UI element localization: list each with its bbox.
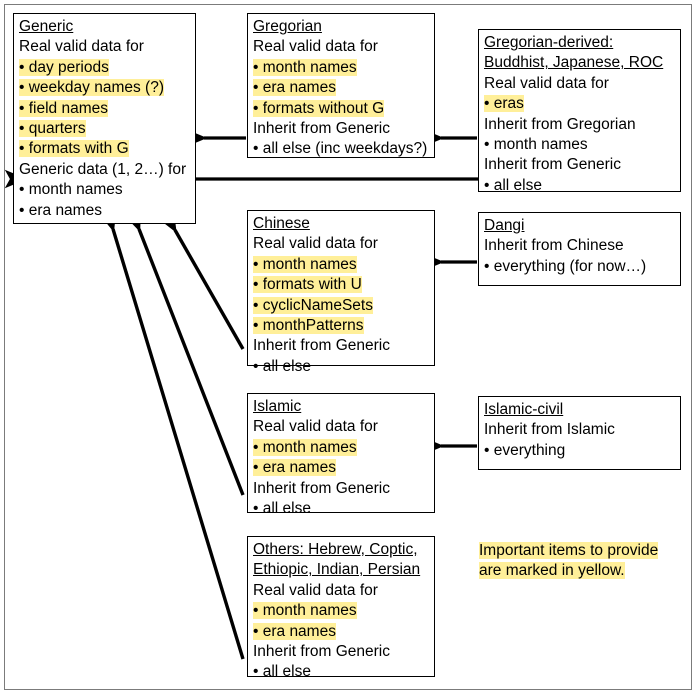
box-gregorian-derived-line-2: Inherit from Gregorian [484,115,636,133]
box-gregorian[interactable]: Gregorian Real valid data for • month na… [247,13,435,158]
box-generic-line-0: Real valid data for [19,38,144,56]
box-gregorian-derived[interactable]: Gregorian-derived: Buddhist, Japanese, R… [478,29,681,194]
box-gregorian-line-4: Inherit from Generic [253,119,390,137]
box-generic-line-8: • era names [19,201,102,219]
diagram-outer-frame [4,4,692,690]
box-others-line-1: • month names [253,602,357,620]
box-generic-line-3: • field names [19,99,108,117]
arrow-islamic-to-generic [122,206,245,496]
box-islamic-line-3: Inherit from Generic [253,479,390,497]
box-islamic-civil-line-0: Inherit from Islamic [484,421,615,439]
legend-line-2: are marked in yellow. [479,562,625,580]
box-others-title: Others: Hebrew, Coptic, [253,541,418,558]
legend-line-1: Important items to provide [479,542,659,559]
box-generic-line-6: Generic data (1, 2…) for [19,160,187,178]
box-chinese-line-6: • all else [253,357,311,375]
arrow-chinese-to-generic [156,207,245,350]
box-generic-line-4: • quarters [19,119,86,137]
box-generic-line-2: • weekday names (?) [19,79,164,97]
box-dangi-line-0: Inherit from Chinese [484,237,624,255]
box-chinese-line-3: • cyclicNameSets [253,296,373,314]
box-islamic-line-4: • all else [253,499,311,517]
box-gregorian-derived-line-4: Inherit from Generic [484,156,621,174]
box-gregorian-derived-line-0: Real valid data for [484,74,609,92]
box-gregorian-line-2: • era names [253,79,336,97]
box-generic-line-7: • month names [19,181,123,199]
box-others-line-3: Inherit from Generic [253,642,390,660]
box-gregorian-line-5: • all else (inc weekdays?) [253,140,428,158]
box-islamic-civil-title: Islamic-civil [484,401,564,418]
box-chinese[interactable]: Chinese Real valid data for • month name… [247,210,435,375]
box-islamic-civil-line-1: • everything [484,441,566,459]
box-chinese-line-4: • monthPatterns [253,316,364,334]
box-generic-line-1: • day periods [19,58,109,76]
box-generic[interactable]: Generic Real valid data for • day period… [13,13,196,224]
box-islamic-line-0: Real valid data for [253,418,378,436]
box-gregorian-derived-title: Gregorian-derived: [484,34,614,51]
box-generic-title: Generic [19,18,74,35]
legend-highlight-note: Important items to provide are marked in… [479,541,659,582]
box-islamic-line-2: • era names [253,459,336,477]
box-chinese-line-5: Inherit from Generic [253,337,390,355]
box-dangi-title: Dangi [484,217,525,234]
box-gregorian-derived-line-5: • all else [484,176,542,194]
box-islamic-title: Islamic [253,398,302,415]
box-gregorian-derived-line-3: • month names [484,135,588,153]
box-dangi[interactable]: Dangi Inherit from Chinese • everything … [478,212,681,286]
box-chinese-line-2: • formats with U [253,276,362,294]
box-others-title2: Ethiopic, Indian, Persian [253,561,421,579]
box-islamic[interactable]: Islamic Real valid data for • month name… [247,393,435,517]
box-dangi-line-1: • everything (for now…) [484,257,647,275]
box-others-line-0: Real valid data for [253,581,378,599]
box-generic-line-5: • formats with G [19,140,129,158]
box-gregorian-derived-line-1: • eras [484,95,524,113]
box-islamic-civil[interactable]: Islamic-civil Inherit from Islamic • eve… [478,396,681,470]
box-gregorian-derived-title2: Buddhist, Japanese, ROC [484,54,664,72]
box-others-line-4: • all else [253,663,311,681]
arrow-others-to-generic [97,206,245,660]
box-others-line-2: • era names [253,622,336,640]
box-chinese-line-1: • month names [253,255,357,273]
box-chinese-title: Chinese [253,215,310,232]
box-others[interactable]: Others: Hebrew, Coptic, Ethiopic, Indian… [247,536,435,680]
box-gregorian-line-3: • formats without G [253,99,385,117]
box-chinese-line-0: Real valid data for [253,235,378,253]
box-gregorian-line-0: Real valid data for [253,38,378,56]
box-gregorian-title: Gregorian [253,18,322,35]
box-islamic-line-1: • month names [253,438,357,456]
box-gregorian-line-1: • month names [253,58,357,76]
